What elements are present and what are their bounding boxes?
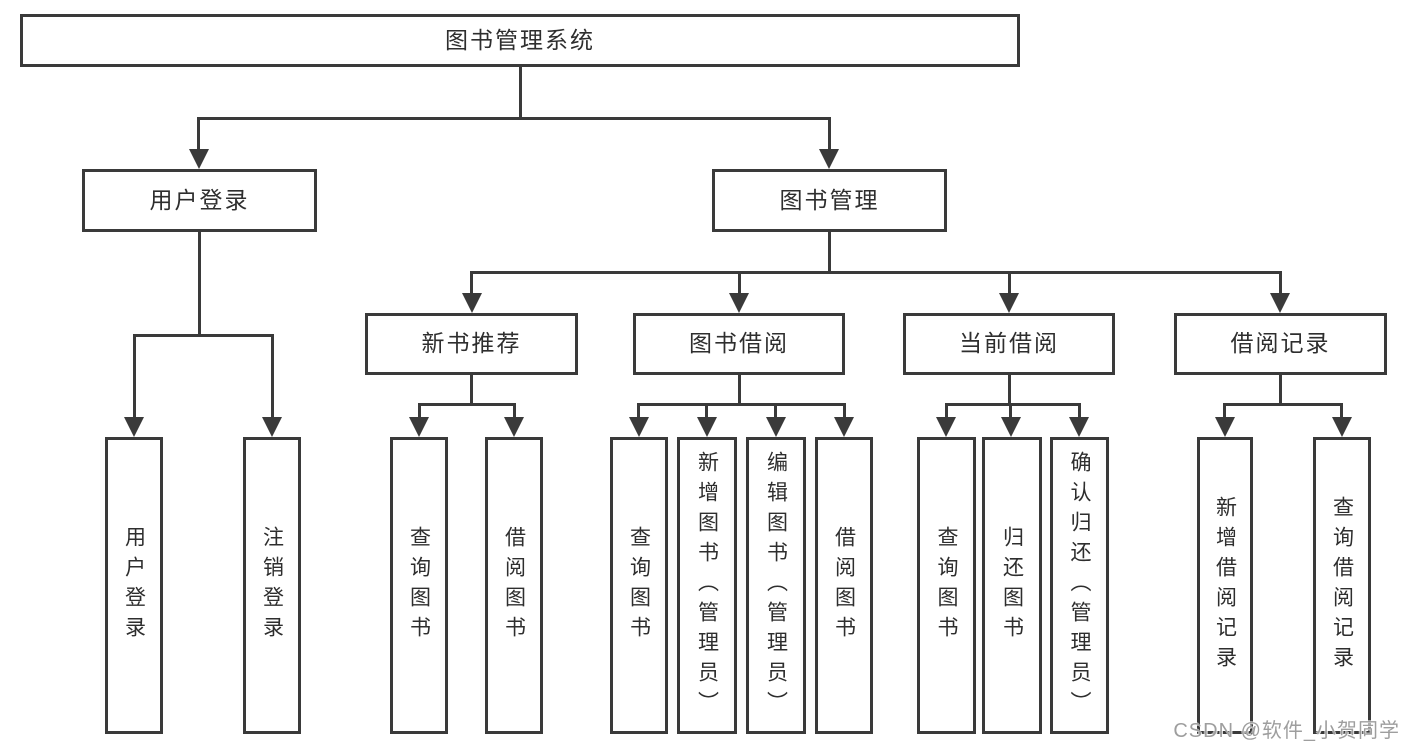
edge-records-drop-1 xyxy=(1223,403,1226,419)
leaf-newbook-query-books-label: 查询图书 xyxy=(407,525,431,646)
leaf-records-query-record-label: 查询借阅记录 xyxy=(1330,495,1354,676)
node-book-borrow: 图书借阅 xyxy=(633,313,845,375)
leaf-newbook-query-books: 查询图书 xyxy=(390,437,448,734)
node-book-management-label: 图书管理 xyxy=(779,186,880,213)
node-borrow-records-label: 借阅记录 xyxy=(1230,330,1331,357)
edge-records-drop-2 xyxy=(1340,403,1343,419)
edge-borrow-drop-4 xyxy=(843,403,846,419)
leaf-current-return-books: 归还图书 xyxy=(982,437,1042,734)
node-borrow-records: 借阅记录 xyxy=(1174,313,1387,375)
arrowhead-down-icon xyxy=(1332,417,1352,437)
edge-borrow-drop-1 xyxy=(637,403,640,419)
arrowhead-down-icon xyxy=(1069,417,1089,437)
node-book-management: 图书管理 xyxy=(712,169,947,232)
edge-current-rail xyxy=(945,403,1080,406)
arrowhead-down-icon xyxy=(629,417,649,437)
leaf-borrow-add-books-admin: 新增图书（管理员） xyxy=(677,437,737,734)
node-current-borrow-label: 当前借阅 xyxy=(959,330,1059,357)
edge-root-stem xyxy=(519,67,522,118)
leaf-logout: 注销登录 xyxy=(243,437,301,734)
leaf-current-return-books-label: 归还图书 xyxy=(1000,525,1024,646)
edge-borrow-rail xyxy=(637,403,846,406)
arrowhead-down-icon xyxy=(1215,417,1235,437)
edge-borrow-stem xyxy=(738,375,741,406)
edge-bookmgmt-drop-3 xyxy=(1008,271,1011,294)
arrowhead-down-icon xyxy=(1001,417,1021,437)
leaf-user-login-label: 用户登录 xyxy=(122,525,146,646)
edge-userlogin-stem xyxy=(198,232,201,336)
arrowhead-down-icon xyxy=(999,293,1019,313)
leaf-newbook-borrow-books-label: 借阅图书 xyxy=(502,525,526,646)
leaf-borrow-borrow-books-label: 借阅图书 xyxy=(832,525,856,646)
leaf-borrow-borrow-books: 借阅图书 xyxy=(815,437,873,734)
node-book-borrow-label: 图书借阅 xyxy=(689,330,789,357)
edge-current-drop-2 xyxy=(1009,403,1012,419)
arrowhead-down-icon xyxy=(1270,293,1290,313)
leaf-records-add-record: 新增借阅记录 xyxy=(1197,437,1253,734)
edge-userlogin-drop-2 xyxy=(271,334,274,418)
node-user-login-label: 用户登录 xyxy=(149,186,250,213)
edge-current-drop-1 xyxy=(945,403,948,419)
edge-root-drop-right xyxy=(828,117,831,151)
edge-newbook-drop-1 xyxy=(418,403,421,419)
node-root: 图书管理系统 xyxy=(20,14,1020,67)
edge-newbook-rail xyxy=(418,403,516,406)
edge-records-rail xyxy=(1223,403,1343,406)
edge-userlogin-rail xyxy=(133,334,274,337)
arrowhead-down-icon xyxy=(766,417,786,437)
node-current-borrow: 当前借阅 xyxy=(903,313,1115,375)
edge-borrow-drop-2 xyxy=(705,403,708,419)
arrowhead-down-icon xyxy=(819,149,839,169)
arrowhead-down-icon xyxy=(462,293,482,313)
edge-bookmgmt-stem xyxy=(828,232,831,274)
edge-borrow-drop-3 xyxy=(774,403,777,419)
leaf-borrow-query-books-label: 查询图书 xyxy=(627,525,651,646)
leaf-borrow-edit-books-admin: 编辑图书（管理员） xyxy=(746,437,806,734)
edge-newbook-stem xyxy=(470,375,473,406)
leaf-records-add-record-label: 新增借阅记录 xyxy=(1213,495,1237,676)
leaf-current-query-books: 查询图书 xyxy=(917,437,976,734)
arrowhead-down-icon xyxy=(834,417,854,437)
edge-bookmgmt-drop-1 xyxy=(470,271,473,294)
arrowhead-down-icon xyxy=(697,417,717,437)
edge-bookmgmt-drop-2 xyxy=(738,271,741,294)
arrowhead-down-icon xyxy=(504,417,524,437)
arrowhead-down-icon xyxy=(262,417,282,437)
arrowhead-down-icon xyxy=(729,293,749,313)
leaf-current-confirm-return-admin: 确认归还（管理员） xyxy=(1050,437,1109,734)
leaf-current-query-books-label: 查询图书 xyxy=(935,525,958,646)
leaf-current-confirm-return-admin-label: 确认归还（管理员） xyxy=(1068,450,1091,721)
edge-current-drop-3 xyxy=(1078,403,1081,419)
leaf-borrow-add-books-admin-label: 新增图书（管理员） xyxy=(695,450,719,721)
arrowhead-down-icon xyxy=(124,417,144,437)
edge-root-rail xyxy=(197,117,831,120)
node-root-label: 图书管理系统 xyxy=(445,26,595,53)
edge-bookmgmt-rail xyxy=(470,271,1281,274)
csdn-watermark: CSDN @软件_小贺同学 xyxy=(1173,720,1400,742)
edge-root-drop-left xyxy=(197,117,200,151)
edge-userlogin-drop-1 xyxy=(133,334,136,418)
edge-current-stem xyxy=(1008,375,1011,406)
leaf-logout-label: 注销登录 xyxy=(260,525,284,646)
arrowhead-down-icon xyxy=(409,417,429,437)
node-user-login: 用户登录 xyxy=(82,169,317,232)
arrowhead-down-icon xyxy=(189,149,209,169)
leaf-user-login: 用户登录 xyxy=(105,437,163,734)
node-new-book-recommend: 新书推荐 xyxy=(365,313,578,375)
edge-bookmgmt-drop-4 xyxy=(1279,271,1282,294)
arrowhead-down-icon xyxy=(936,417,956,437)
leaf-borrow-edit-books-admin-label: 编辑图书（管理员） xyxy=(764,450,788,721)
edge-records-stem xyxy=(1279,375,1282,406)
edge-newbook-drop-2 xyxy=(513,403,516,419)
leaf-records-query-record: 查询借阅记录 xyxy=(1313,437,1371,734)
leaf-borrow-query-books: 查询图书 xyxy=(610,437,668,734)
leaf-newbook-borrow-books: 借阅图书 xyxy=(485,437,543,734)
node-new-book-recommend-label: 新书推荐 xyxy=(421,330,522,357)
